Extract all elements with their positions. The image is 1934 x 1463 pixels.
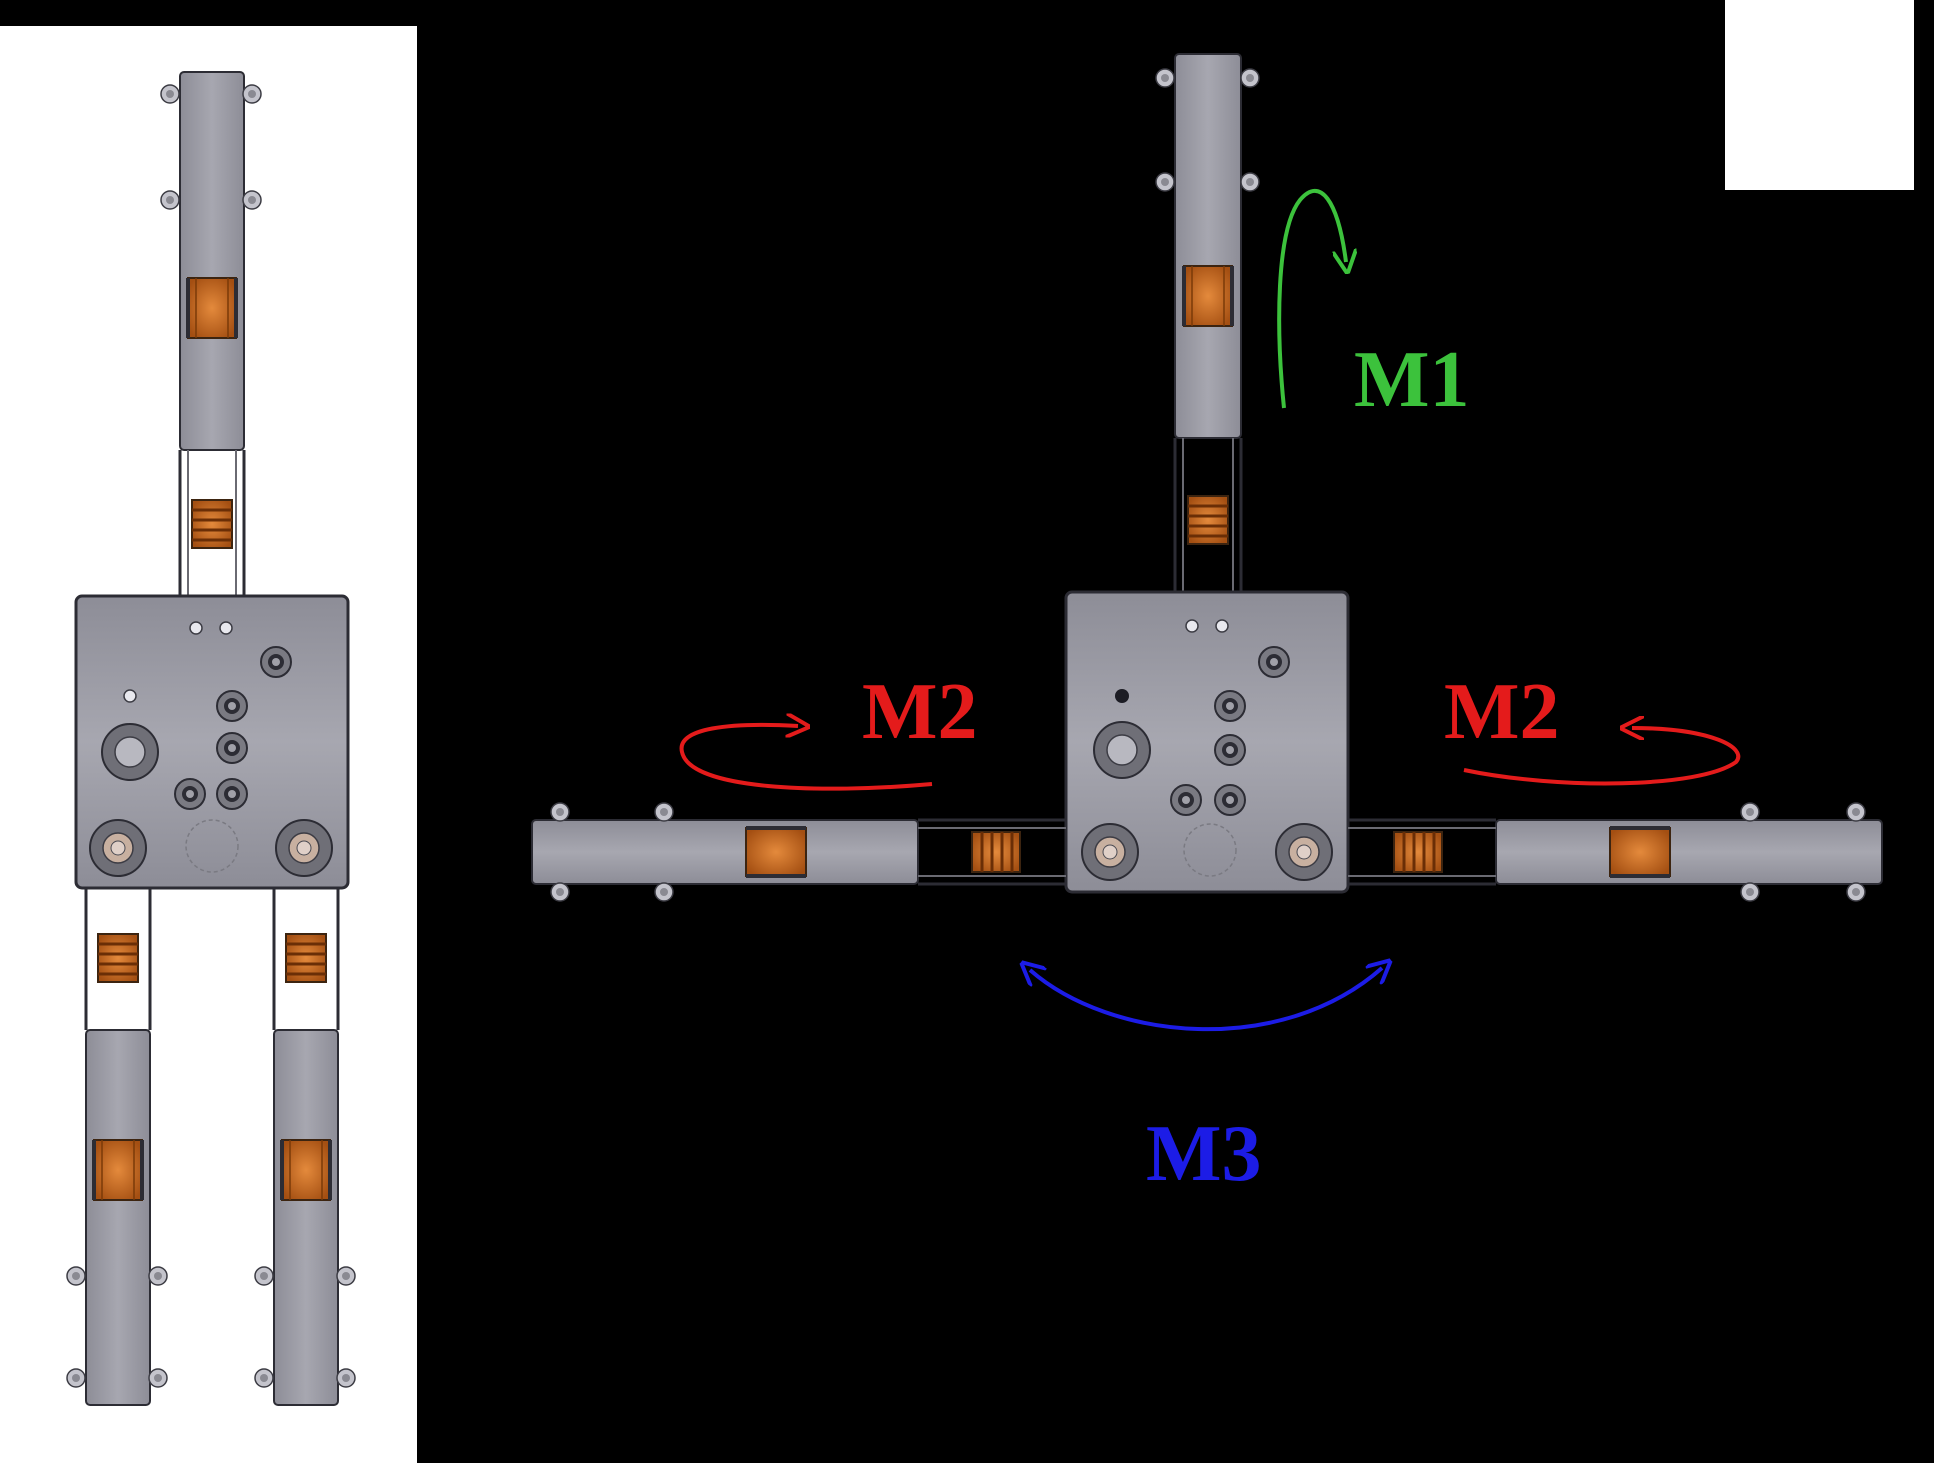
curved-arrow-m3 — [1030, 968, 1382, 1032]
curved-arrow-m1 — [1277, 188, 1346, 409]
right-top-arm — [1155, 53, 1260, 596]
left-top-arm — [160, 71, 262, 600]
label-m3: M3 — [1146, 1110, 1262, 1198]
left-panel — [0, 26, 417, 1463]
left-legs — [66, 888, 356, 1406]
left-body — [74, 594, 350, 890]
right-body — [1064, 590, 1350, 894]
label-m2-right: M2 — [1444, 668, 1560, 756]
right-left-arm — [531, 802, 1066, 902]
label-m2-left: M2 — [862, 668, 978, 756]
corner-panel — [1725, 0, 1914, 190]
right-right-arm — [1348, 802, 1883, 902]
curved-arrow-m2-left — [679, 725, 933, 791]
label-m1: M1 — [1354, 336, 1470, 424]
right-robot — [531, 53, 1883, 902]
curved-arrow-m2-right — [1463, 728, 1741, 786]
